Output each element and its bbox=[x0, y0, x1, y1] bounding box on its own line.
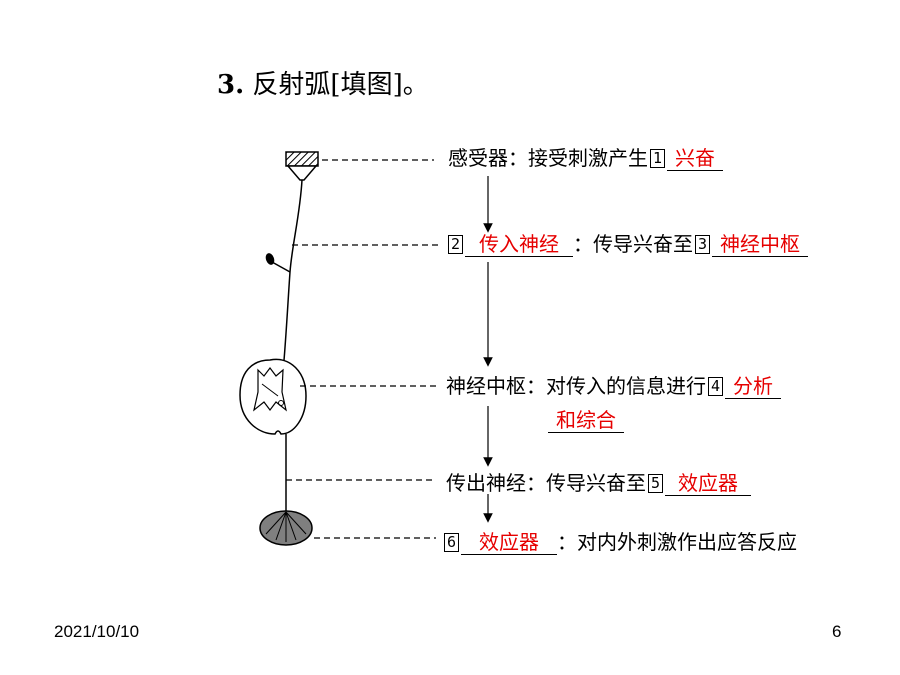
blank-number-box: 5 bbox=[648, 474, 663, 493]
blank-number-box: 6 bbox=[444, 533, 459, 552]
center-label: 神经中枢：对传入的信息进行 bbox=[446, 374, 706, 398]
title-number: 3. bbox=[217, 70, 245, 100]
page-title: 3. 反射弧[填图]。 bbox=[217, 64, 429, 101]
effector-label: ：对内外刺激作出应答反应 bbox=[557, 530, 797, 554]
afferent-label: ：传导兴奋至 bbox=[573, 232, 693, 256]
answer-blank: 兴奋 bbox=[667, 146, 723, 171]
blank-number-box: 1 bbox=[650, 149, 665, 168]
leader-lines bbox=[286, 159, 440, 539]
answer-blank: 分析 bbox=[725, 374, 781, 399]
footer-date: 2021/10/10 bbox=[54, 622, 140, 641]
efferent-label: 传出神经：传导兴奋至 bbox=[446, 471, 646, 495]
effector-shape bbox=[259, 510, 313, 546]
spinal-cord-shape bbox=[239, 358, 307, 435]
answer-blank: 传入神经 bbox=[465, 232, 573, 257]
title-text: 反射弧[填图]。 bbox=[252, 70, 429, 100]
blank-number-box: 4 bbox=[708, 377, 723, 396]
answer-blank: 效应器 bbox=[461, 530, 557, 555]
receptor-label: 感受器：接受刺激产生 bbox=[448, 146, 648, 170]
center-row-continued: 和综合 bbox=[548, 408, 624, 433]
blank-number-box: 2 bbox=[448, 235, 463, 254]
afferent-neuron-line bbox=[282, 179, 303, 373]
ganglion-cell-body bbox=[265, 253, 275, 265]
receptor-shape bbox=[285, 151, 319, 181]
answer-blank: 效应器 bbox=[665, 471, 751, 496]
ganglion-branch-line bbox=[271, 261, 291, 273]
answer-blank: 和综合 bbox=[548, 408, 624, 433]
blank-number-box: 3 bbox=[695, 235, 710, 254]
answer-blank: 神经中枢 bbox=[712, 232, 808, 257]
page-number: 6 bbox=[832, 622, 842, 641]
